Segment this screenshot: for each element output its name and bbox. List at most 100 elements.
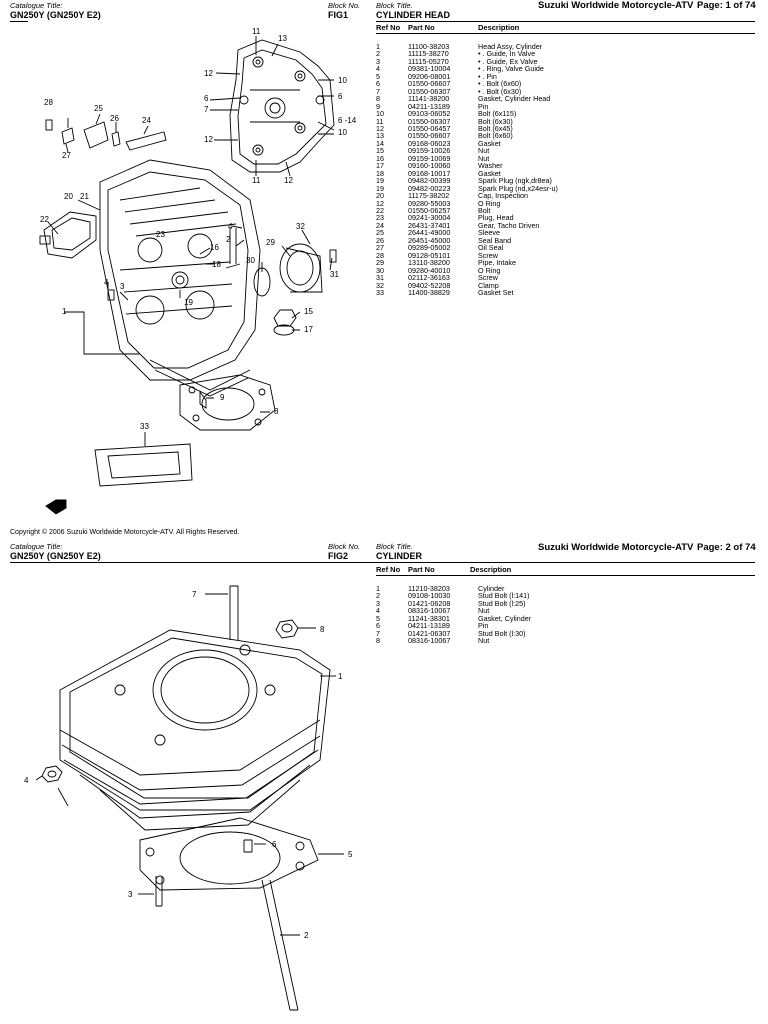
description-cell: • . Guide, Ex Valve [478, 56, 538, 66]
ref-no-cell: 11 [376, 116, 384, 126]
callout-label: 13 [278, 34, 287, 43]
part-no-cell: 26431-37401 [408, 220, 451, 230]
description-cell: Nut [478, 146, 490, 156]
description-cell: Spark Plug (ngk,dr8ea) [478, 176, 552, 186]
part-no-cell: 11141-38200 [408, 94, 450, 104]
col-header-ref: Ref No [376, 565, 401, 574]
description-cell: Washer [478, 161, 503, 171]
callout-label: 4 [228, 222, 233, 231]
block-no-value: FIG2 [328, 551, 349, 561]
callout-label: 18 [212, 260, 221, 269]
callout-label: 26 [110, 114, 119, 123]
part-no-cell: 09206-08001 [408, 71, 451, 81]
description-cell: • . Pin [478, 71, 497, 81]
description-cell: Clamp [478, 280, 499, 290]
col-header-ref: Ref No [376, 23, 401, 32]
callout-label: 4 [24, 776, 29, 785]
ref-no-cell: 24 [376, 220, 384, 230]
catalogue-title-value: GN250Y (GN250Y E2) [10, 10, 101, 20]
ref-no-cell: 5 [376, 71, 380, 81]
callout-label: 25 [94, 104, 103, 113]
description-cell: Nut [478, 636, 490, 646]
part-no-cell: 09128-05101 [408, 250, 451, 260]
part-no-cell: 09103-06052 [408, 109, 451, 119]
description-cell: Cap, Inspection [478, 191, 528, 201]
ref-no-cell: 4 [376, 606, 380, 616]
part-no-cell: 13110-38200 [408, 258, 450, 268]
ref-no-cell: 27 [376, 243, 384, 253]
callout-label: 10 [338, 76, 347, 85]
callout-label: 1 [62, 307, 67, 316]
callout-label: 2 [304, 931, 309, 940]
description-cell: Screw [478, 250, 498, 260]
description-cell: Gasket [478, 138, 501, 148]
description-cell: Spark Plug (nd,x24esr-u) [478, 183, 558, 193]
description-cell: Plug, Head [478, 213, 514, 223]
ref-no-cell: 26 [376, 235, 384, 245]
ref-no-cell: 6 [376, 621, 380, 631]
catalogue-title-value: GN250Y (GN250Y E2) [10, 551, 101, 561]
part-no-cell: 01421-06208 [408, 598, 451, 608]
ref-no-cell: 29 [376, 258, 384, 268]
part-no-cell: 09482-00399 [408, 176, 451, 186]
callout-label: 5 [348, 850, 353, 859]
description-cell: Nut [478, 606, 490, 616]
part-no-cell: 02112-36163 [408, 273, 450, 283]
part-no-cell: 09402-52208 [408, 280, 451, 290]
callout-label: 10 [338, 128, 347, 137]
part-no-cell: 01550-06457 [408, 123, 451, 133]
callout-label: 21 [80, 192, 89, 201]
part-no-cell: 09168-10017 [408, 168, 451, 178]
description-cell: Gasket, Cylinder Head [478, 94, 551, 104]
table-row: 15 09159-10026 Nut [376, 146, 558, 156]
callout-label: 20 [64, 192, 73, 201]
ref-no-cell: 12 [376, 198, 384, 208]
ref-no-cell: 15 [376, 146, 384, 156]
ref-no-cell: 8 [376, 94, 380, 104]
callout-label: 22 [40, 215, 49, 224]
ref-no-cell: 3 [376, 598, 380, 608]
description-cell: Bolt (6x60) [478, 131, 513, 141]
ref-no-cell: 1 [376, 584, 380, 593]
callout-label: 17 [304, 325, 313, 334]
description-cell: Screw [478, 273, 498, 283]
ref-no-cell: 13 [376, 131, 384, 141]
callout-label: 31 [330, 270, 339, 279]
description-cell: Nut [478, 153, 490, 163]
callout-label: 29 [266, 238, 275, 247]
part-no-cell: 08316-10067 [408, 636, 451, 646]
catalogue-page-2: Catalogue Title: GN250Y (GN250Y E2) Bloc… [0, 540, 768, 1024]
header-rule [376, 21, 755, 22]
description-cell: Pipe, Intake [478, 258, 516, 268]
ref-no-cell: 17 [376, 161, 384, 171]
callout-label: 19 [184, 298, 193, 307]
ref-no-cell: 7 [376, 628, 380, 638]
callout-label: 28 [44, 98, 53, 107]
part-no-cell: 01550-06307 [408, 86, 451, 96]
callout-label: 4 [104, 278, 109, 287]
ref-no-cell: 7 [376, 86, 380, 96]
page-number: Page: 2 of 74 [697, 542, 756, 553]
part-no-cell: 09159-10026 [408, 146, 451, 156]
ref-no-cell: 2 [376, 49, 380, 59]
ref-no-cell: 10 [376, 109, 384, 119]
